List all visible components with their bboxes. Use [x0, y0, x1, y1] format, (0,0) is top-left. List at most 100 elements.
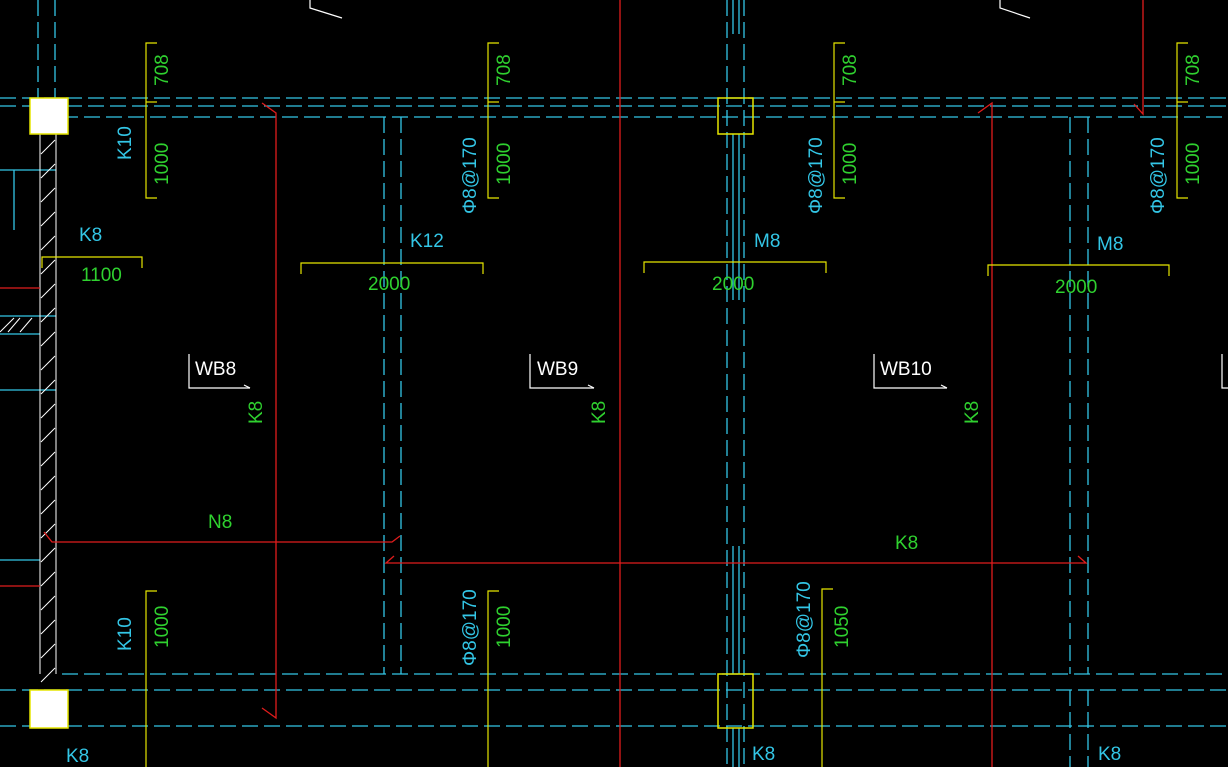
dim-text-708-3: 708 [840, 54, 861, 86]
label-m8-2: M8 [1097, 234, 1123, 255]
rebar-line-n8 [43, 531, 401, 543]
wall-hatch-line [40, 499, 56, 515]
label-k8-wb10: K8 [962, 401, 983, 424]
wall-hatch-line [40, 331, 56, 347]
wall-hatch-line [40, 211, 56, 227]
slab-label-wb9: WB9 [537, 359, 578, 380]
column-bottom-center [717, 673, 754, 729]
column-bottom-left [29, 689, 69, 729]
column-top-center [717, 97, 754, 135]
slab-arrow-wb8 [188, 354, 250, 389]
rebar-line-wb8 [261, 102, 277, 720]
slab-arrowhead-wb10 [940, 384, 948, 389]
dimension-text: 708 1000 708 1000 708 1000 708 1000 1000… [81, 54, 1204, 648]
slab-label-wb8: WB8 [195, 359, 236, 380]
slab-arrowhead-wb8 [243, 384, 251, 389]
wall-hatch-line [40, 307, 56, 323]
label-k8-bottom-2: K8 [752, 744, 775, 765]
dim-text-2000-1: 2000 [368, 274, 410, 295]
dim-text-1000-2: 1000 [494, 143, 515, 185]
wall-hatch-line [40, 523, 56, 539]
slab-id-text: WB8 WB9 WB10 [195, 359, 932, 380]
wall-hatch-line [40, 571, 56, 587]
wall-hatch-line [40, 187, 56, 203]
wall-hatch-line [7, 317, 21, 333]
label-k8-wb9: K8 [589, 401, 610, 424]
column-top-left [29, 97, 69, 135]
wall-hatch-lines [0, 139, 56, 683]
wall-hatch-line [40, 235, 56, 251]
slab-arrow-edge [1221, 354, 1228, 389]
dim-bracket-2000-1 [300, 262, 484, 274]
slab-marker-top-2 [999, 0, 1031, 19]
dim-text-708-4: 708 [1183, 54, 1204, 86]
label-n8: N8 [208, 512, 232, 533]
slab-arrow-wb10 [873, 354, 947, 389]
dim-text-1000-5: 1000 [152, 606, 173, 648]
wall-hatch-line [40, 643, 56, 659]
dim-text-708-1: 708 [152, 54, 173, 86]
rebar-line-top-right [1133, 0, 1144, 116]
label-k8-left: K8 [79, 225, 102, 246]
label-k10-bottom: K10 [115, 617, 136, 651]
rebar-spec-bottom-2: Φ8@170 [794, 581, 815, 658]
wall-hatch-line [40, 619, 56, 635]
slab-arrowhead-wb9 [587, 384, 595, 389]
wall-hatch-line [40, 139, 56, 155]
wall-hatch-line [40, 403, 56, 419]
beam-solid-lines [0, 0, 740, 767]
label-k8-bottom-3: K8 [1098, 744, 1121, 765]
dim-bracket-bottom-2 [487, 590, 499, 767]
slab-marker-top-1 [309, 0, 343, 19]
label-k12: K12 [410, 231, 444, 252]
rebar-spec-text: K10 K10 Φ8@170 Φ8@170 Φ8@170 Φ8@170 Φ8@1… [66, 126, 1169, 767]
wall-hatch-line [40, 547, 56, 563]
dim-text-1000-1: 1000 [152, 143, 173, 185]
wall-hatch-line [40, 667, 56, 683]
wall-hatch-line [0, 317, 15, 333]
columns [29, 97, 754, 729]
dim-bracket-top-2 [487, 42, 499, 199]
wall-hatch-line [40, 355, 56, 371]
dimension-lines [41, 42, 1188, 767]
rebar-spec-bottom-1: Φ8@170 [460, 589, 481, 666]
rebar-spec-top-3: Φ8@170 [1148, 137, 1169, 214]
label-k10-top: K10 [115, 126, 136, 160]
dim-bracket-bottom-1 [145, 590, 157, 767]
label-k8-bottom-1: K8 [66, 746, 89, 767]
left-wall-hatch [0, 134, 57, 683]
label-k8-bottom-span: K8 [895, 533, 918, 554]
dim-text-2000-3: 2000 [1055, 277, 1097, 298]
label-k8-wb8: K8 [246, 401, 267, 424]
dim-text-1000-4: 1000 [1183, 143, 1204, 185]
slab-arrow-wb9 [529, 354, 594, 389]
wall-hatch-line [40, 163, 56, 179]
dim-text-1000-6: 1000 [494, 606, 515, 648]
dim-bracket-top-3 [833, 42, 845, 199]
rebar-lines [0, 0, 1144, 767]
dim-bracket-top-1 [145, 42, 157, 199]
dim-bracket-bottom-3 [821, 588, 833, 767]
dim-bracket-2000-3 [987, 264, 1170, 276]
wall-hatch-line [40, 475, 56, 491]
dim-bracket-2000-2 [643, 261, 827, 273]
dim-text-2000-2: 2000 [712, 274, 754, 295]
dim-bracket-top-4 [1176, 42, 1188, 199]
wall-hatch-line [19, 317, 33, 333]
dim-text-1100: 1100 [81, 265, 122, 286]
dim-text-1000-3: 1000 [840, 143, 861, 185]
rebar-line-wb10 [977, 101, 993, 767]
rebar-spec-top-2: Φ8@170 [806, 137, 827, 214]
rebar-spec-top-1: Φ8@170 [460, 137, 481, 214]
wall-hatch-line [40, 427, 56, 443]
dim-bracket-1100 [41, 256, 143, 268]
label-m8-1: M8 [754, 231, 780, 252]
wall-hatch-line [40, 283, 56, 299]
slab-markers [188, 0, 1228, 389]
wall-hatch-line [40, 451, 56, 467]
wall-hatch-line [40, 259, 56, 275]
rebar-line-k8-bottom [384, 555, 1088, 564]
